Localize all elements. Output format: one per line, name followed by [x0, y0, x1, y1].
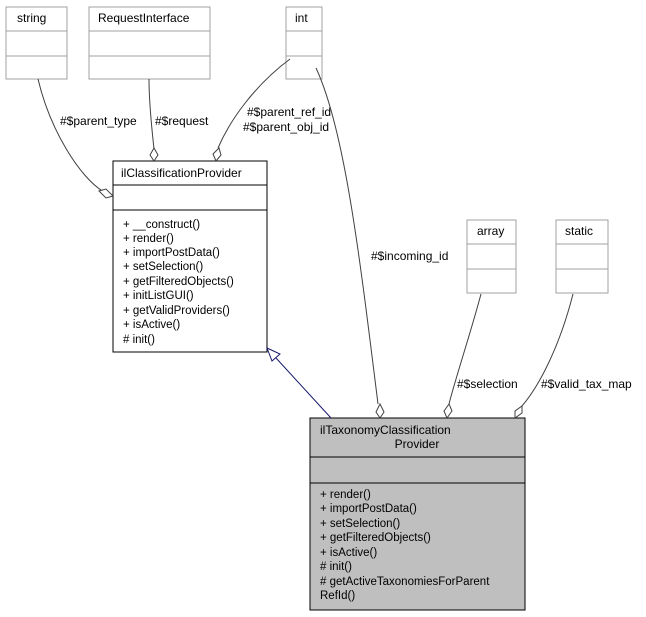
tax-method-import-post-data: + importPostData()	[320, 503, 417, 515]
edge-label-parent-type: #$parent_type	[60, 114, 137, 128]
edge-label-parent-ref-id: #$parent_ref_id	[247, 105, 331, 119]
edge-label-parent-obj-id: #$parent_obj_id	[243, 120, 329, 134]
method-set-selection: + setSelection()	[123, 261, 203, 273]
tax-method-get-filtered-objects: + getFilteredObjects()	[320, 532, 431, 544]
class-array-title: array	[477, 224, 504, 238]
edge-inheritance	[266, 347, 332, 419]
tax-method-set-selection: + setSelection()	[320, 518, 400, 530]
class-int-title: int	[295, 11, 308, 25]
tax-method-init: # init()	[320, 561, 352, 573]
aggregation-diamond-icon	[443, 402, 453, 420]
class-request-interface[interactable]: RequestInterface	[88, 6, 211, 80]
class-il-taxonomy-classification-provider[interactable]: ilTaxonomyClassification Provider + rend…	[309, 417, 526, 611]
method-render: + render()	[123, 233, 174, 245]
class-il-classification-provider-title: ilClassificationProvider	[121, 166, 242, 180]
aggregation-diamond-icon	[149, 146, 159, 162]
method-get-valid-providers: + getValidProviders()	[123, 305, 230, 317]
tax-method-get-active-taxonomies-line-1: # getActiveTaxonomiesForParent	[320, 576, 490, 588]
class-il-taxonomy-title-line-1: ilTaxonomyClassification	[320, 423, 451, 437]
method-import-post-data: + importPostData()	[123, 247, 220, 259]
class-il-classification-provider[interactable]: ilClassificationProvider + __construct()…	[112, 160, 268, 353]
class-string[interactable]: string	[5, 6, 68, 80]
tax-method-is-active: + isActive()	[320, 547, 377, 559]
class-il-taxonomy-title-line-2: Provider	[395, 437, 440, 451]
class-static-title: static	[565, 224, 593, 238]
aggregation-diamond-icon	[375, 402, 385, 419]
method-construct: + __construct()	[123, 219, 200, 231]
edge-label-selection: #$selection	[457, 377, 518, 391]
method-is-active: + isActive()	[123, 319, 180, 331]
edge-parent-ids: #$parent_ref_id #$parent_obj_id	[212, 58, 331, 162]
edge-valid-tax-map: #$valid_tax_map	[514, 293, 632, 419]
method-init: # init()	[123, 334, 155, 346]
class-string-title: string	[17, 11, 46, 25]
aggregation-diamond-icon	[212, 147, 222, 162]
class-static[interactable]: static	[555, 219, 609, 294]
tax-method-get-active-taxonomies-line-2: RefId()	[320, 590, 355, 602]
class-request-interface-title: RequestInterface	[98, 11, 190, 25]
inheritance-arrow-icon	[266, 347, 281, 362]
method-init-list-gui: + initListGUI()	[123, 290, 194, 302]
aggregation-diamond-icon	[98, 188, 114, 199]
edge-label-valid-tax-map: #$valid_tax_map	[541, 377, 632, 391]
class-int[interactable]: int	[285, 6, 323, 80]
method-get-filtered-objects: + getFilteredObjects()	[123, 276, 234, 288]
edge-parent-type: #$parent_type	[37, 78, 137, 199]
edge-label-request: #$request	[155, 114, 209, 128]
edge-request: #$request	[148, 78, 209, 162]
class-array[interactable]: array	[466, 219, 517, 294]
edge-selection: #$selection	[443, 293, 518, 420]
edge-label-incoming-id: #$incoming_id	[371, 249, 448, 263]
tax-method-render: + render()	[320, 489, 371, 501]
edge-incoming-id: #$incoming_id	[315, 67, 448, 419]
aggregation-diamond-icon	[514, 405, 523, 419]
